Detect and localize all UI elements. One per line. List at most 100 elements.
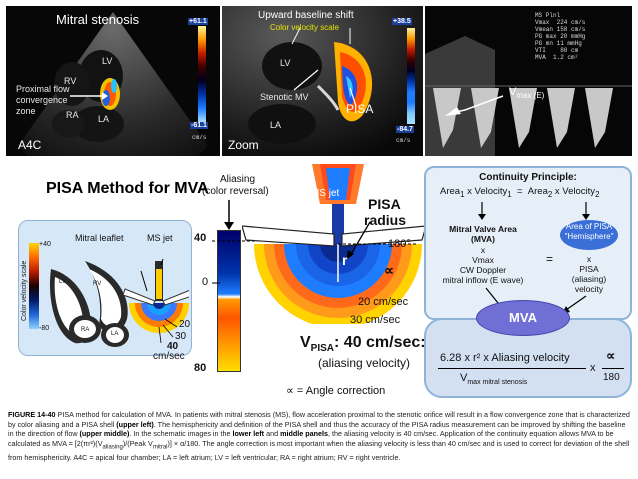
chamber-label-lv: LV <box>102 56 113 66</box>
caption-sub-aliasing: aliasing <box>102 444 123 451</box>
pisa-diagram: PISA Method for MVA Color velocity scale… <box>6 158 632 406</box>
scale-unit-middle: cm/s <box>396 137 411 144</box>
scale-tick-0: 0 <box>202 276 209 288</box>
caption-part-6: )/(Peak V <box>122 438 153 448</box>
echo-panel-baseline-shift: Upward baseline shift Color velocity sca… <box>222 6 425 156</box>
denominator-sub: max mitral stenosis <box>467 379 528 387</box>
echo-sector-middle <box>222 6 423 156</box>
caption-bold-4: middle panels <box>280 429 329 439</box>
principle-left-line-1: (MVA) <box>471 234 495 244</box>
left-cbar-bottom: -80 <box>39 325 50 332</box>
angle-correction-legend: ∝ = Angle correction <box>286 385 386 397</box>
scale-unit-left: cm/s <box>192 134 207 141</box>
scale-top-left: +61.1 <box>188 18 208 25</box>
left-ring-30: 30 <box>175 331 187 342</box>
principle-title: Continuity Principle: <box>479 172 577 183</box>
caption-part-7: )] × α/180. The angle correction is most… <box>8 438 630 462</box>
echo-title-mitral-stenosis: Mitral stenosis <box>56 12 140 27</box>
echo-title-baseline-shift: Upward baseline shift <box>258 10 354 21</box>
aliasing-arrow <box>224 200 234 230</box>
principle-left-line-5: mitral inflow (E wave) <box>442 275 524 285</box>
pisa-radius-label-2: radius <box>364 212 407 228</box>
formula-fraction-bar <box>438 368 586 369</box>
left-ms-jet-label: MS jet <box>147 233 173 243</box>
principle-left-line-3: Vmax <box>472 255 494 265</box>
formula-180: 180 <box>603 372 620 383</box>
eq-area2-sub: 2 <box>547 189 553 199</box>
mitral-leaflet-label: Mitral leaflet <box>75 233 124 243</box>
caption-bold-3: lower left <box>232 429 265 439</box>
echo-panel-mitral-stenosis: Mitral stenosis Proximal flow convergenc… <box>6 6 222 156</box>
view-label-a4c: A4C <box>18 138 42 152</box>
left-ring-20: 20 <box>179 319 191 330</box>
vpisa-label: VPISA: 40 cm/sec: <box>300 334 426 354</box>
denominator-v: V <box>460 372 468 384</box>
left-color-scale-bar <box>29 243 39 329</box>
formula-numerator: 6.28 x r² x Aliasing velocity <box>440 352 570 364</box>
scale-bottom-left: -61.1 <box>190 122 208 129</box>
scale-bottom-middle: -84.7 <box>396 126 414 133</box>
vpisa-v: V <box>300 334 311 351</box>
left-cbar-side-label: Color velocity scale <box>21 260 28 321</box>
principle-left-line-2: x <box>480 245 486 255</box>
caption-part-4: and <box>264 429 281 439</box>
left-cbar-top: +40 <box>39 241 51 248</box>
principle-right-line-1: PISA <box>579 264 599 274</box>
mva-ellipse: MVA <box>476 300 570 336</box>
vmax-sub: max (E) <box>516 91 545 101</box>
diagram-title: PISA Method for MVA <box>46 180 209 197</box>
caption-bold-2: (upper middle) <box>79 429 130 439</box>
center-ms-jet-label: MS jet <box>311 188 340 199</box>
formula-denominator: Vmax mitral stenosis <box>460 372 527 386</box>
eq-area2: Area <box>527 186 548 197</box>
caption-figure-number: FIGURE 14-40 <box>8 410 56 419</box>
left-chamber-lv: LV <box>59 279 66 285</box>
eq-equals: = <box>516 186 523 197</box>
principle-arrows <box>478 202 590 220</box>
chamber-label-ra: RA <box>66 110 79 120</box>
caption-part-1: PISA method for calculation of MVA. In p… <box>8 410 630 429</box>
zoom-label: Zoom <box>228 138 259 152</box>
eq-vel1-sub: 1 <box>507 189 512 199</box>
eq-vel2: x Velocity <box>552 186 596 197</box>
pisa-radius-label-1: PISA <box>368 196 401 212</box>
principle-left-line-0: Mitral Valve Area <box>449 224 517 234</box>
r-label: r <box>342 252 348 268</box>
chamber-label-rv: RV <box>64 76 77 86</box>
flow-convergence-annotation: Proximal flow convergence zone <box>16 84 70 116</box>
color-velocity-bar-left <box>198 26 206 122</box>
annotation-arrows-middle <box>291 27 357 107</box>
principle-right-line-2: (aliasing) <box>571 274 607 284</box>
doppler-trace <box>425 6 632 156</box>
eq-area1: Area <box>440 186 461 197</box>
caption-part-3: . In the schematic images in the <box>129 429 233 439</box>
principle-equals: = <box>546 252 554 266</box>
continuity-principle-box: Continuity Principle: Area1 x Velocity1 … <box>424 166 632 320</box>
scale-top-middle: +38.5 <box>392 18 412 25</box>
vmax-e-label: Vmax (E) <box>509 86 544 100</box>
left-heart-schematic <box>50 258 189 347</box>
color-velocity-scale-label: Color velocity scale <box>270 23 339 32</box>
eq-vel1: x Velocity <box>464 186 508 197</box>
caption-part-2: . The hemisphericity and definition of t… <box>8 419 626 439</box>
left-chamber-rv: RV <box>93 281 102 287</box>
scale-tick-80: 80 <box>194 362 207 374</box>
echo-label-lv: LV <box>280 58 291 68</box>
left-ring-40: 40 <box>167 341 179 352</box>
chamber-label-la: LA <box>98 114 110 124</box>
left-ring-unit: cm/sec <box>153 351 185 362</box>
left-chamber-ra: RA <box>81 327 90 333</box>
caption-bold-1: (upper left) <box>116 419 154 429</box>
alpha-symbol: ∝ <box>384 262 395 278</box>
color-reversal-label: (color reversal) <box>202 186 269 197</box>
formula-alpha-bar <box>602 368 624 369</box>
aliasing-velocity-note: (aliasing velocity) <box>318 356 411 370</box>
echo-label-la: LA <box>270 120 282 130</box>
left-schematic-box: Color velocity scale +40 -80 <box>18 220 192 362</box>
echo-label-stenotic-mv: Stenotic MV <box>260 92 309 102</box>
eq-area1-sub: 1 <box>460 189 465 199</box>
formula-times: x <box>590 362 596 374</box>
annotation-arrow <box>70 92 108 100</box>
